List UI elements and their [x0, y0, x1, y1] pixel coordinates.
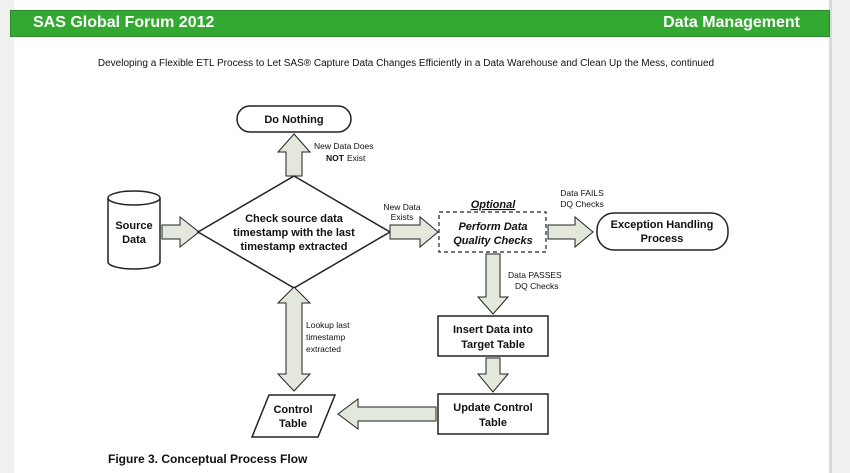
passes-label-1: Data PASSES — [508, 270, 562, 280]
fails-label-1: Data FAILS — [560, 188, 604, 198]
arrow-update-to-control — [337, 398, 437, 430]
do-nothing-label: Do Nothing — [264, 114, 323, 126]
section-title: Data Management — [663, 14, 800, 31]
paper-subtitle: Developing a Flexible ETL Process to Let… — [97, 58, 715, 69]
source-data-cylinder — [107, 190, 161, 270]
arrow-source-to-check — [161, 215, 200, 249]
arrow-control-to-check — [276, 286, 312, 392]
arrow-dq-to-exception — [547, 215, 594, 249]
arrow-insert-to-update — [476, 357, 510, 393]
fails-label-2: DQ Checks — [560, 199, 603, 209]
conference-title: SAS Global Forum 2012 — [33, 14, 215, 31]
lookup-label-1: Lookup last — [306, 320, 350, 330]
insert-data-box — [437, 315, 549, 357]
do-nothing-box — [236, 105, 352, 133]
insert-label-2: Target Table — [461, 339, 525, 351]
new-data-exists-label-2: Exists — [391, 212, 414, 222]
source-data-label-1: Source — [115, 220, 152, 232]
control-label-1: Control — [273, 404, 312, 416]
exception-label-1: Exception Handling — [611, 219, 714, 231]
perform-label-1: Perform Data — [458, 221, 527, 233]
arrow-check-to-dq — [389, 215, 439, 249]
check-label-1: Check source data — [245, 213, 344, 225]
exception-label-2: Process — [641, 233, 684, 245]
lookup-label-2: timestamp — [306, 332, 345, 342]
lookup-label-3: extracted — [306, 344, 341, 354]
perform-label-2: Quality Checks — [453, 235, 532, 247]
update-control-box — [437, 393, 549, 435]
header-bar: SAS Global Forum 2012 Data Management — [10, 10, 830, 37]
control-table-parallelogram — [250, 394, 337, 438]
page-edge — [829, 0, 832, 473]
new-data-does-label: New Data Does — [314, 141, 374, 151]
not-word: NOT — [326, 153, 345, 163]
optional-label: Optional — [471, 199, 517, 211]
update-label-2: Table — [479, 417, 507, 429]
figure-caption: Figure 3. Conceptual Process Flow — [108, 452, 308, 466]
check-label-3: timestamp extracted — [241, 241, 348, 253]
source-data-label-2: Data — [122, 234, 147, 246]
arrow-to-do-nothing — [276, 133, 312, 177]
passes-label-2: DQ Checks — [515, 281, 558, 291]
control-label-2: Table — [279, 418, 307, 430]
exist-word: Exist — [347, 153, 366, 163]
update-label-1: Update Control — [453, 402, 532, 414]
new-data-exists-label-1: New Data — [383, 202, 421, 212]
arrow-dq-to-insert — [476, 253, 510, 315]
check-label-2: timestamp with the last — [233, 227, 355, 239]
insert-label-1: Insert Data into — [453, 324, 533, 336]
exception-handling-box — [596, 212, 729, 251]
optional-dq-box — [438, 211, 547, 253]
